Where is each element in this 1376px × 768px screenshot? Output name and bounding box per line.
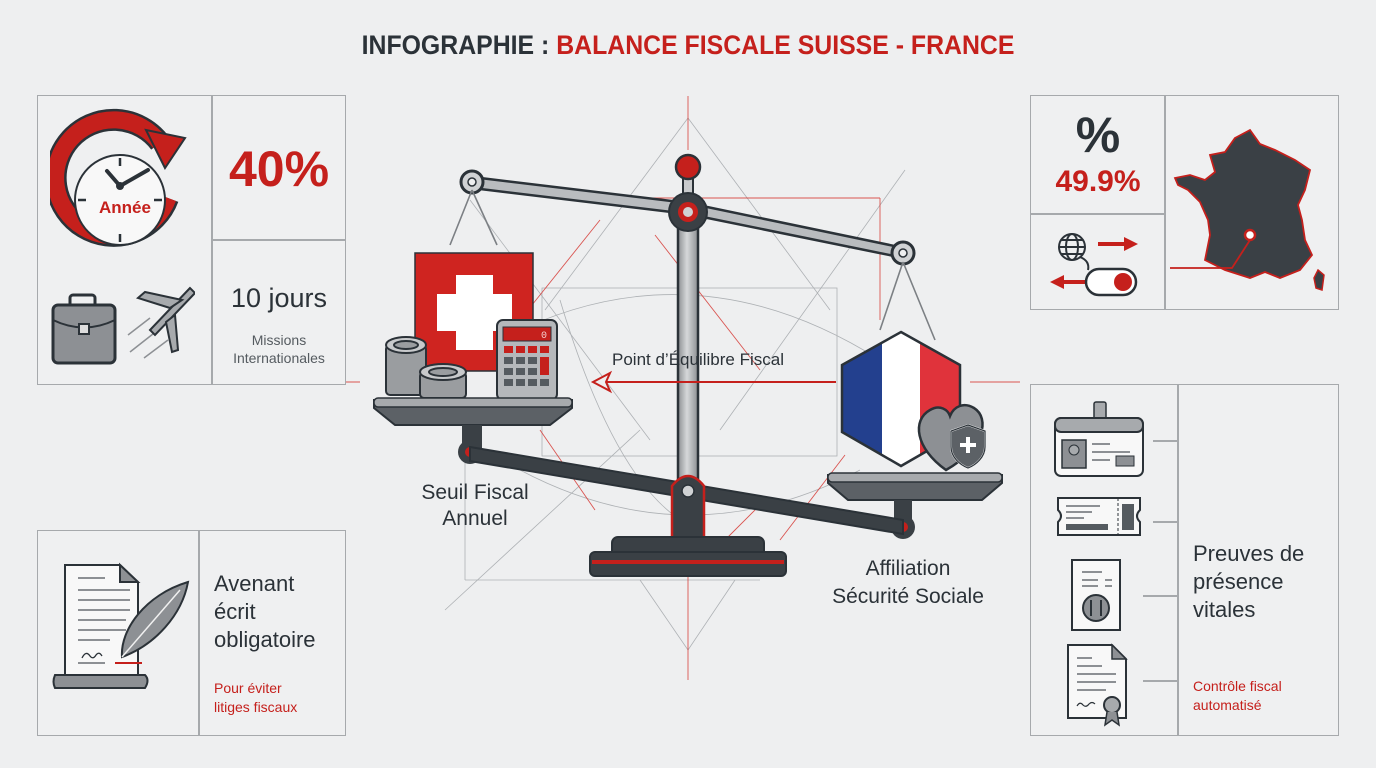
calculator-icon: 0 — [496, 319, 558, 401]
title-main: BALANCE FISCALE SUISSE - FRANCE — [556, 30, 1015, 60]
days-value: 10 jours — [230, 283, 328, 313]
avenant-subtitle: Pour éviter litiges fiscaux — [214, 679, 297, 717]
seuil-fiscal-label: Seuil Fiscal Annuel — [395, 480, 555, 532]
equilibrium-label: Point d’Équilibre Fiscal — [612, 350, 784, 369]
percent-symbol: % — [1075, 107, 1121, 163]
avenant-title: Avenant écrit obligatoire — [214, 570, 316, 654]
preuves-subtitle-line2: automatisé — [1193, 697, 1262, 713]
scale-base-stem — [670, 474, 706, 542]
avenant-title-line2: écrit — [214, 599, 256, 624]
days-caption-line2: Internationales — [233, 350, 325, 366]
arrows-exchange-icon — [1050, 237, 1138, 289]
avenant-title-line3: obligatoire — [214, 627, 316, 652]
affiliation-label: Affiliation Sécurité Sociale — [808, 555, 1008, 611]
preuves-title: Preuves de présence vitales — [1193, 540, 1304, 624]
toggle-switch-icon — [1084, 267, 1138, 297]
preuves-title-line1: Preuves de — [1193, 541, 1305, 566]
percent-49-9: 49.9% — [1055, 165, 1141, 198]
preuves-title-line2: présence — [1193, 569, 1284, 594]
clock-label: Année — [99, 198, 151, 217]
days-caption-line1: Missions — [251, 332, 307, 348]
globe-icon — [1058, 233, 1090, 271]
seuil-label-line2: Annuel — [442, 507, 508, 530]
affiliation-label-line1: Affiliation — [865, 557, 951, 580]
france-map-icon — [1170, 128, 1325, 291]
id-badge-icon — [1054, 401, 1144, 477]
certificate-icon — [1067, 643, 1128, 727]
percent-40: 40% — [228, 141, 330, 197]
seuil-label-line1: Seuil Fiscal — [421, 481, 529, 504]
restaurant-receipt-icon — [1071, 559, 1121, 631]
avenant-subtitle-line1: Pour éviter — [214, 680, 282, 696]
french-flag-hexagon-icon — [840, 330, 962, 468]
equilibrium-arrow — [590, 370, 836, 394]
coins-icon — [385, 336, 467, 399]
airplane-icon — [127, 286, 195, 359]
avenant-title-line1: Avenant — [214, 571, 295, 596]
affiliation-label-line2: Sécurité Sociale — [832, 585, 984, 608]
document-quill-icon — [52, 562, 190, 689]
preuves-subtitle: Contrôle fiscal automatisé — [1193, 677, 1282, 715]
clock-cycle-icon — [50, 108, 187, 247]
page-title: INFOGRAPHIE : BALANCE FISCALE SUISSE - F… — [55, 30, 1321, 61]
swiss-flag-icon — [414, 252, 534, 372]
preuves-subtitle-line1: Contrôle fiscal — [1193, 678, 1282, 694]
avenant-subtitle-line2: litiges fiscaux — [214, 699, 298, 715]
scale-top-knob — [674, 153, 702, 181]
days-caption: Missions Internationales — [212, 331, 346, 367]
ticket-icon — [1057, 497, 1141, 536]
calculator-display: 0 — [541, 331, 547, 342]
preuves-title-line3: vitales — [1193, 597, 1256, 622]
briefcase-icon — [51, 293, 117, 365]
heart-shield-icon — [917, 404, 986, 472]
title-prefix: INFOGRAPHIE : — [361, 30, 550, 60]
